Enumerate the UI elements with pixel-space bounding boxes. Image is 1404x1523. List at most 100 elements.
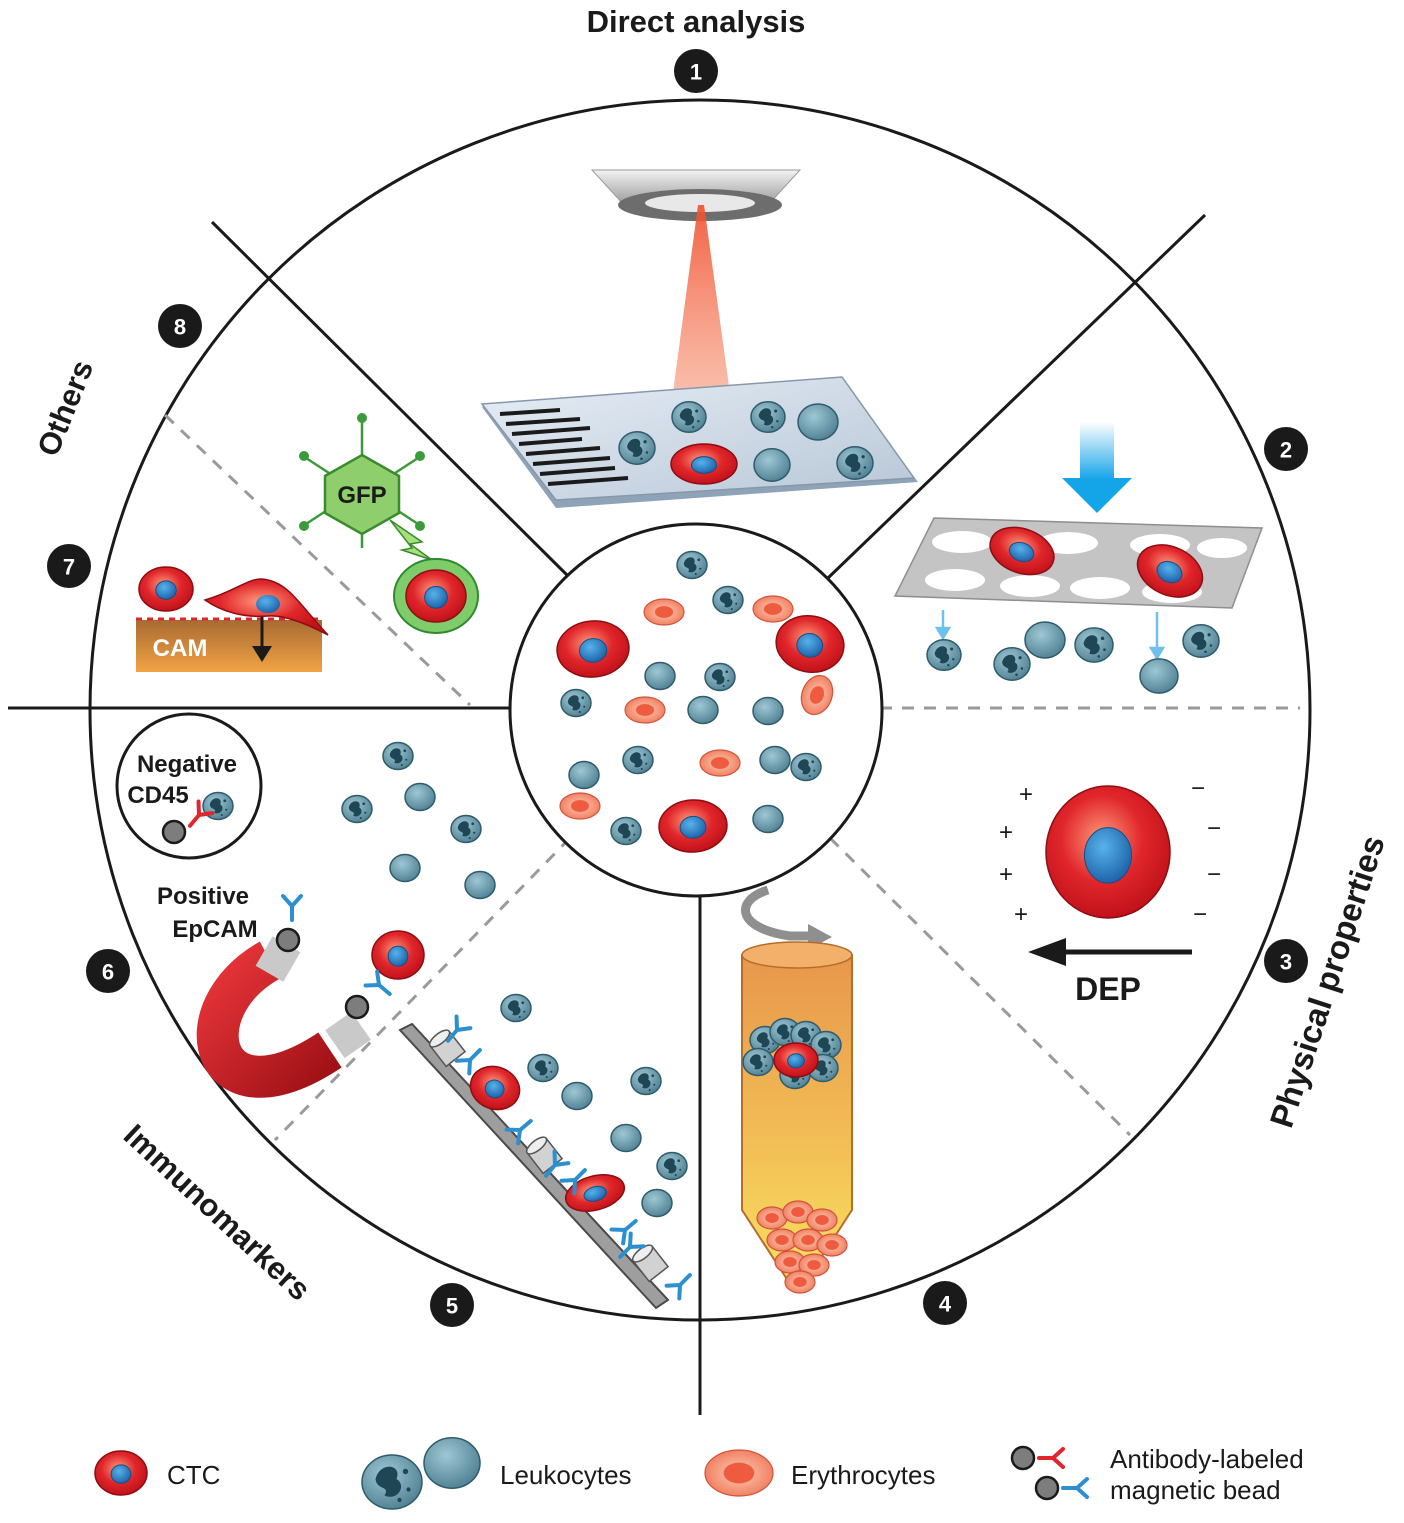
tube-erythrocyte [784, 1270, 816, 1294]
slide-leukocyte [750, 400, 786, 434]
chip-antibody [446, 1014, 473, 1043]
sample-erythrocyte [624, 696, 666, 724]
step-badge-6: 6 [86, 949, 130, 993]
chip-leukocyte [450, 814, 482, 844]
microchip-slope [398, 1022, 670, 1310]
slide-leukocyte [797, 403, 839, 441]
filtered-leukocyte [1182, 624, 1220, 658]
chip-leukocyte [382, 741, 414, 771]
cam-down-arrow [252, 612, 272, 662]
divider-lines [8, 213, 1207, 1415]
legend-bead-icon [1010, 1445, 1036, 1471]
svg-text:1: 1 [690, 60, 702, 85]
sample-erythrocyte [559, 792, 601, 820]
gfp-label: GFP [337, 482, 386, 509]
lightning-bolt [389, 519, 433, 561]
chip-posts [428, 1029, 670, 1283]
legend-leukocyte-smooth-icon [423, 1437, 481, 1489]
svg-text:+: + [1019, 781, 1033, 808]
legend: CTC Leukocytes Erythrocytes Antibody-lab… [167, 1444, 1304, 1505]
chip-antibody [609, 1219, 638, 1246]
gfp-infected-ctc [405, 569, 467, 623]
step-badge-5: 5 [430, 1283, 474, 1327]
svg-text:−: − [1191, 775, 1205, 802]
chip-antibody [504, 1119, 533, 1146]
legend-antibody-red-icon [1037, 1447, 1065, 1469]
svg-text:5: 5 [446, 1294, 458, 1319]
step-badge-7: 7 [47, 544, 91, 588]
step-badge-3: 3 [1264, 939, 1308, 983]
legend-bead-label-2: magnetic bead [1110, 1475, 1281, 1505]
sample-leukocyte [560, 688, 592, 718]
chip-antibody [454, 1048, 482, 1076]
slide-leukocyte [618, 431, 656, 465]
sample-ctc [775, 615, 845, 673]
svg-text:7: 7 [63, 555, 75, 580]
tube-erythrocyte [798, 1253, 830, 1277]
cells-layer [94, 400, 1220, 1510]
tube-erythrocyte [806, 1208, 838, 1232]
negative-cd45-circle [115, 712, 263, 860]
sample-ctc [658, 799, 728, 853]
svg-text:4: 4 [939, 1292, 952, 1317]
dep-ctc [1045, 785, 1171, 919]
step-badge-1: 1 [674, 49, 718, 93]
magnet-ctc [371, 930, 425, 980]
captured-ctc [469, 1065, 521, 1111]
tube-leukocyte [742, 1047, 774, 1077]
chip-antibody [559, 1168, 587, 1196]
legend-leukocytes-label: Leukocytes [500, 1460, 632, 1490]
filtered-leukocyte [1139, 658, 1179, 694]
chip-leukocyte [656, 1151, 688, 1181]
chip-leukocyte [389, 853, 421, 883]
filtered-leukocyte [1074, 627, 1114, 663]
svg-text:3: 3 [1280, 950, 1292, 975]
dep-charges: + + + + − − − − [999, 775, 1221, 928]
sample-leukocyte [676, 550, 708, 580]
sample-leukocyte [752, 804, 784, 834]
sample-erythrocyte [699, 749, 741, 777]
tube-erythrocyte [766, 1228, 798, 1252]
positive-bead [275, 927, 301, 953]
chip-leukocyte [610, 1123, 642, 1153]
legend-antibody-blue-icon [1061, 1477, 1089, 1499]
chip-antibody [618, 1231, 646, 1259]
sample-erythrocyte [752, 595, 794, 623]
svg-text:−: − [1207, 815, 1221, 842]
slide-barcode [499, 408, 629, 486]
filter-ctc [1136, 544, 1204, 598]
magnet-bead [344, 994, 370, 1020]
tube-erythrocyte [816, 1233, 848, 1257]
sample-erythrocyte [800, 674, 834, 716]
legend-bead-icon [1034, 1475, 1060, 1501]
filtered-leukocyte [1024, 621, 1066, 659]
svg-text:−: − [1193, 901, 1207, 928]
cd45-antibody [188, 799, 215, 828]
epcam-antibody [281, 894, 303, 922]
svg-text:+: + [1014, 901, 1028, 928]
sample-leukocyte [622, 745, 654, 775]
cd45-label: CD45 [127, 782, 188, 809]
sample-leukocyte [687, 695, 719, 725]
gfp-hexagon [299, 413, 425, 548]
tube-erythrocyte [782, 1200, 814, 1224]
title-direct-analysis: Direct analysis [587, 4, 806, 39]
svg-text:8: 8 [174, 315, 186, 340]
chip-leukocyte [527, 1053, 559, 1083]
chip-leukocyte [404, 782, 436, 812]
sample-leukocyte [644, 661, 676, 691]
antibodies-layer [161, 799, 1089, 1501]
sample-leukocyte [759, 745, 791, 775]
svg-text:6: 6 [102, 960, 114, 985]
light-beam [668, 205, 735, 430]
cam-label: CAM [153, 635, 208, 662]
sample-leukocyte [752, 696, 784, 726]
chip-leukocyte [341, 794, 373, 824]
chip-antibody [544, 1149, 571, 1178]
svg-text:+: + [999, 861, 1013, 888]
svg-text:2: 2 [1280, 438, 1292, 463]
sample-erythrocyte [643, 598, 685, 626]
dashed-divider-lines [163, 413, 1300, 1142]
slide-ctc [670, 443, 738, 485]
